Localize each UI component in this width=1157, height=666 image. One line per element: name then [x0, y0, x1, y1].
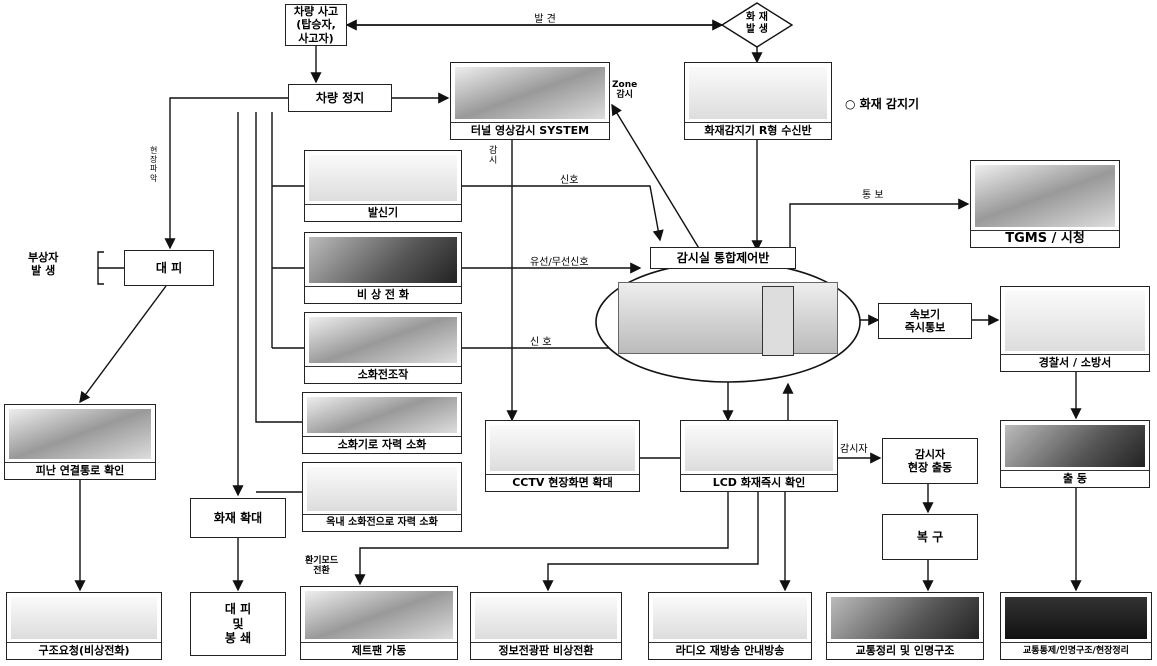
cctv-node: CCTV 현장화면 확대 [485, 420, 640, 492]
rescue-image [11, 597, 157, 639]
emergency-phone-image [309, 237, 457, 283]
monitor-label: 감 시 [489, 146, 497, 167]
signal-label-1: 신호 [560, 175, 578, 187]
tgms-image [975, 165, 1115, 227]
traffic-node: 교통정리 및 인명구조 [826, 592, 984, 660]
fire-node-label: 화 재 발 생 [729, 12, 785, 35]
supervisor-edge-label: 감시자 [840, 444, 868, 456]
discover-label: 발 견 [515, 14, 575, 26]
police-node: 경찰서 / 소방서 [1000, 286, 1150, 372]
transmitter-caption: 발신기 [305, 204, 461, 221]
accident-node: 차량 사고 (탑승자, 사고자) [285, 4, 347, 46]
traffic2-image [1005, 597, 1147, 639]
tgms-node: TGMS / 시청 [970, 160, 1120, 248]
vehicle-stop-node: 차량 정지 [288, 84, 392, 112]
control-panel-title: 감시실 통합제어반 [650, 247, 796, 269]
extinguisher-caption: 소화기로 자력 소화 [303, 436, 461, 453]
supervisor-node: 감시자 현장 출동 [882, 438, 978, 484]
indoor-hydrant-node: 옥내 소화전으로 자력 소화 [302, 462, 462, 532]
dispatch-caption: 출 동 [1001, 470, 1149, 487]
control-panel-cabinet [762, 286, 794, 356]
smoke-node: 제트팬 가동 [300, 586, 458, 660]
transmitter-image [309, 155, 457, 201]
vent-mode-label: 환기모드 전환 [305, 556, 338, 577]
hydrant-image [309, 317, 457, 363]
traffic-caption: 교통정리 및 인명구조 [827, 642, 983, 659]
fire-receiver-image [689, 67, 827, 119]
emergency-phone-node: 비 상 전 화 [304, 232, 462, 304]
cctv-image [490, 425, 635, 471]
evacuation-node: 대 피 [124, 250, 214, 286]
indoor-hydrant-image [307, 467, 457, 511]
transmitter-node: 발신기 [304, 150, 462, 222]
wired-signal-label: 유선/무선신호 [530, 257, 589, 269]
extinguisher-node: 소화기로 자력 소화 [302, 392, 462, 454]
tunnel-video-node: 터널 영상감시 SYSTEM [450, 62, 610, 140]
fire-receiver-caption: 화재감지기 R형 수신반 [685, 122, 831, 139]
broadcast-node: 정보전광판 비상전환 [470, 592, 622, 660]
control-panel-image [618, 282, 838, 354]
emergency-phone-caption: 비 상 전 화 [305, 286, 461, 303]
fire-receiver-node: 화재감지기 R형 수신반 [684, 62, 832, 140]
grasp-label: 현 장 파 악 [150, 146, 157, 183]
smoke-caption: 제트팬 가동 [301, 642, 457, 659]
radio-caption: 라디오 재방송 안내방송 [649, 642, 811, 659]
fire-detector-note: ○ 화재 감지기 [845, 98, 919, 112]
tunnel-camera-image [455, 67, 605, 119]
broadcast-image [475, 597, 617, 639]
hydrant-node: 소화전조작 [304, 312, 462, 384]
alarm-node: 속보기 즉시통보 [878, 303, 972, 339]
signal-label-2: 신 호 [530, 337, 552, 349]
smoke-image [305, 591, 453, 639]
indoor-hydrant-caption: 옥내 소화전으로 자력 소화 [303, 514, 461, 531]
lcd-image [685, 425, 833, 471]
dispatch-image [1005, 425, 1145, 467]
rescue-caption: 구조요청(비상전화) [7, 642, 161, 659]
extinguisher-image [307, 397, 457, 433]
tunnel-video-caption: 터널 영상감시 SYSTEM [451, 122, 609, 139]
broadcast-caption: 정보전광판 비상전환 [471, 642, 621, 659]
lcd-node: LCD 화재즉시 확인 [680, 420, 838, 492]
evac-block-node: 대 피 및 봉 쇄 [190, 592, 286, 656]
traffic-image [831, 597, 979, 639]
fire-spread-node: 화재 확대 [190, 498, 286, 538]
radio-image [653, 597, 807, 639]
rescue-node: 구조요청(비상전화) [6, 592, 162, 660]
traffic2-caption: 교통통제/인명구조/현장정리 [1001, 642, 1151, 659]
traffic2-node: 교통통제/인명구조/현장정리 [1000, 592, 1152, 660]
evac-tunnel-node: 피난 연결통로 확인 [4, 404, 156, 480]
evac-tunnel-image [9, 409, 151, 459]
evac-tunnel-caption: 피난 연결통로 확인 [5, 462, 155, 479]
police-image [1005, 291, 1145, 351]
hydrant-caption: 소화전조작 [305, 366, 461, 383]
report-label: 통 보 [862, 190, 884, 202]
recovery-node: 복 구 [882, 514, 978, 560]
tgms-caption: TGMS / 시청 [971, 230, 1119, 247]
dispatch-node: 출 동 [1000, 420, 1150, 488]
police-caption: 경찰서 / 소방서 [1001, 354, 1149, 371]
radio-node: 라디오 재방송 안내방송 [648, 592, 812, 660]
lcd-caption: LCD 화재즉시 확인 [681, 474, 837, 491]
cctv-caption: CCTV 현장화면 확대 [486, 474, 639, 491]
injured-label: 부상자 발 생 [28, 252, 58, 277]
zone-label: Zone 감시 [612, 80, 637, 101]
